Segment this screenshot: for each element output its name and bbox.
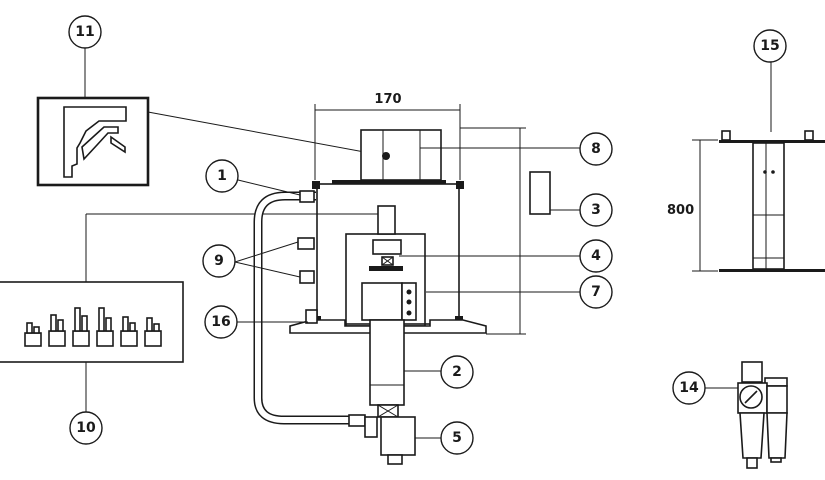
svg-text:8: 8 (591, 141, 601, 157)
detail-view-11 (36, 96, 387, 187)
svg-text:5: 5 (452, 430, 462, 446)
dimension-width: 170 (314, 92, 461, 180)
detail-view-10 (0, 213, 382, 412)
svg-text:11: 11 (75, 24, 94, 40)
callout-3: 3 (579, 193, 613, 227)
svg-text:16: 16 (211, 314, 230, 330)
svg-text:15: 15 (760, 38, 779, 54)
callout-5: 5 (440, 421, 474, 455)
dimension-height-label: 800 (667, 203, 694, 218)
part-3-block (529, 171, 551, 215)
dimension-height-main (460, 127, 526, 335)
callout-7: 7 (579, 275, 613, 309)
svg-text:3: 3 (591, 202, 601, 218)
svg-text:9: 9 (214, 253, 224, 269)
leader-lines (84, 48, 738, 439)
svg-text:2: 2 (452, 364, 462, 380)
filter-regulator-14 (737, 361, 788, 469)
stand-15: 800 (667, 62, 825, 272)
callout-2: 2 (440, 355, 474, 389)
callout-9: 9 (202, 244, 236, 278)
callout-10: 10 (69, 411, 103, 445)
callout-16: 16 (204, 305, 238, 339)
callout-11: 11 (68, 15, 102, 49)
callout-8: 8 (579, 132, 613, 166)
callout-1: 1 (205, 159, 239, 193)
callout-14: 14 (672, 371, 706, 405)
svg-text:14: 14 (679, 380, 699, 396)
tool-set-icon (24, 307, 162, 347)
dimension-width-label: 170 (374, 92, 401, 107)
svg-text:1: 1 (217, 168, 227, 184)
svg-text:10: 10 (76, 420, 96, 436)
svg-text:7: 7 (591, 284, 601, 300)
callout-4: 4 (579, 239, 613, 273)
callout-15: 15 (753, 29, 787, 63)
svg-text:4: 4 (591, 248, 601, 264)
main-machine (253, 129, 487, 465)
